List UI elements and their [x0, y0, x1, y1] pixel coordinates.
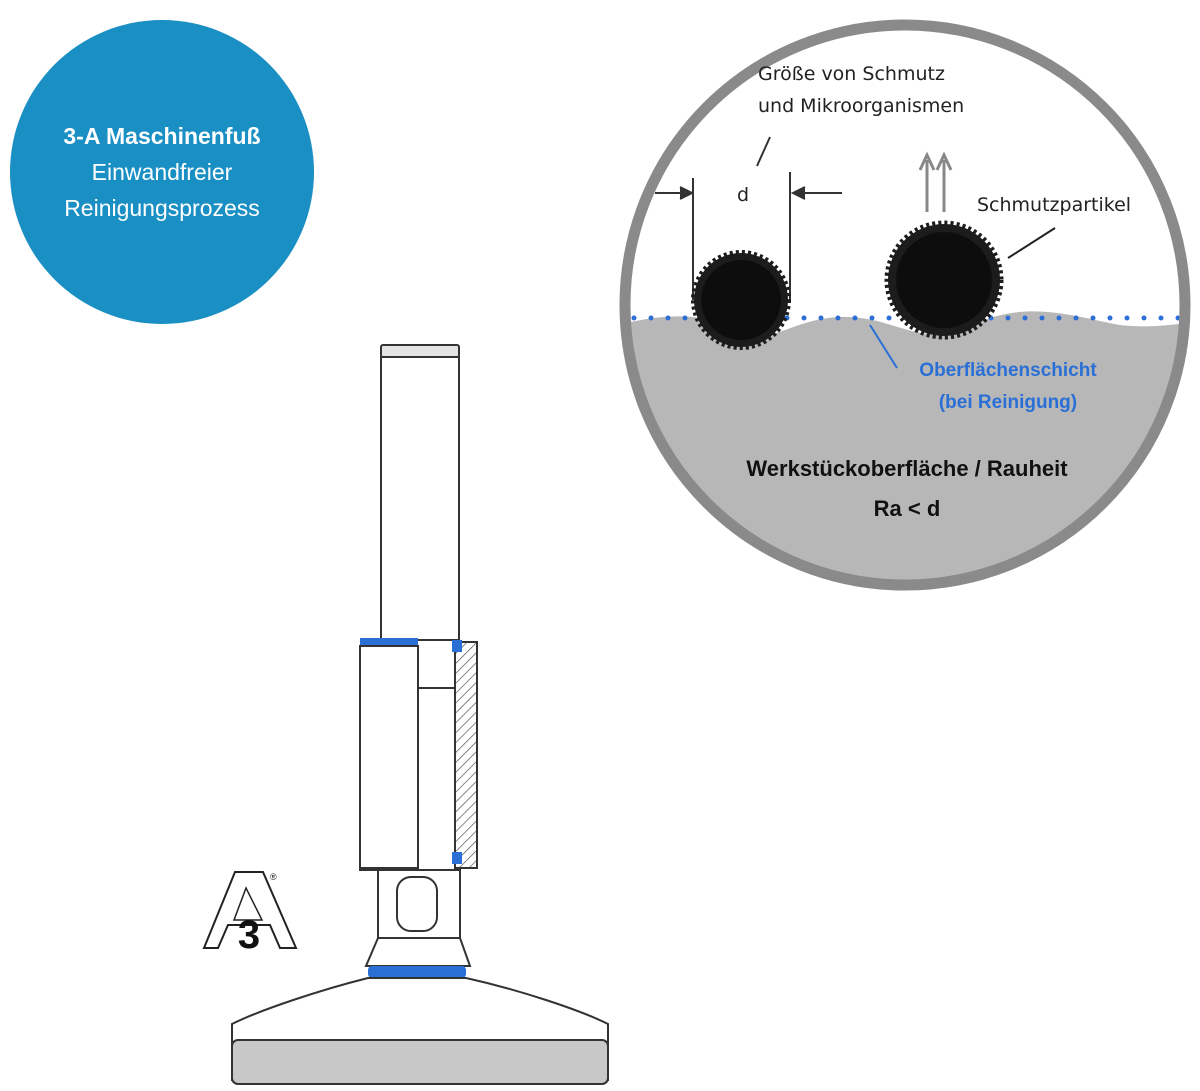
dirt-particle-small — [691, 250, 791, 350]
workpiece-label: Werkstückoberfläche / Rauheit — [746, 456, 1068, 481]
d-label: d — [737, 184, 749, 206]
info-badge: 3-A Maschinenfuß Einwandfreier Reinigung… — [10, 20, 314, 324]
particle-label: Schmutzpartikel — [977, 194, 1131, 216]
registered-mark: ® — [270, 872, 277, 882]
three-a-logo: 3 ® — [202, 871, 298, 957]
roughness-formula: Ra < d — [874, 496, 941, 521]
detail-ring — [619, 19, 1191, 591]
magnified-detail: d Größe von Schmutz und Mikroorganismen … — [619, 19, 1191, 591]
dimension-d — [655, 136, 842, 300]
surface-layer-label-1: Oberflächenschicht — [919, 360, 1097, 381]
badge-line-2: Reinigungsprozess — [64, 195, 260, 221]
machine-foot-drawing — [231, 344, 609, 1085]
upward-arrows-icon — [918, 151, 953, 212]
badge-line-1: Einwandfreier — [91, 159, 233, 185]
size-label-line-2: und Mikroorganismen — [758, 95, 964, 117]
dirt-particle-large — [884, 220, 1004, 340]
surface-layer-label-2: (bei Reinigung) — [939, 392, 1077, 413]
badge-title: 3-A Maschinenfuß — [63, 123, 261, 149]
three-a-logo-mark: 3 — [238, 913, 260, 957]
size-label-line-1: Größe von Schmutz — [758, 63, 945, 85]
